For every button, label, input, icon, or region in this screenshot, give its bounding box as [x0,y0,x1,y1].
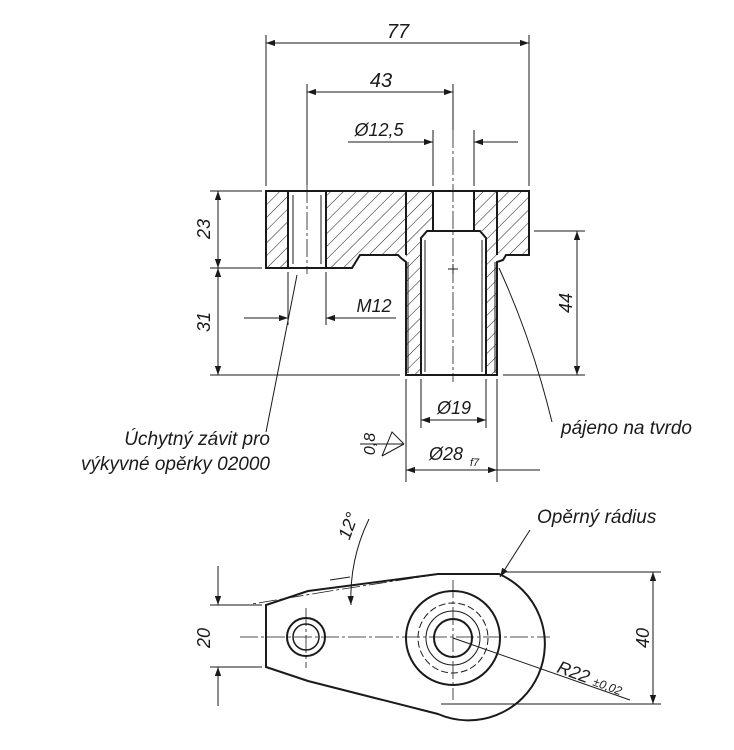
plan-holes [286,590,501,686]
dim-radius: R22 [555,657,593,687]
dim-plan-height: 20 [194,628,214,649]
dim-hole-spacing: 43 [370,70,392,92]
dim-lower-height: 31 [194,312,214,332]
dim-body-height: 23 [194,219,214,240]
note-mounting-thread-1: Úchytný závit pro [124,428,270,450]
dim-bore-diameter: Ø12,5 [353,120,404,140]
plan-labels: 20 40 12° R22 ±0,02 Opěrný rádius [194,507,657,698]
dim-plan-total: 40 [633,628,653,648]
section-centerlines [306,130,454,382]
dim-angle: 12° [334,510,362,542]
plan-centerlines [240,573,550,700]
plan-view [240,573,550,722]
section-labels: 77 43 Ø12,5 23 31 M12 44 Ø19 Ø28 f7 0,8 … [81,21,692,475]
section-hatching [266,191,529,375]
section-dimensions [210,35,585,482]
section-view [265,130,530,382]
plan-outline [265,573,546,722]
dim-overall-width: 77 [387,21,410,43]
dim-thread: M12 [356,296,391,316]
dim-inner-diameter: Ø19 [436,398,471,418]
center-mark [448,264,458,274]
dim-outer-diameter: Ø28 [428,444,463,464]
note-support-radius: Opěrný rádius [537,507,657,528]
note-mounting-thread-2: výkyvné opěrky 02000 [81,454,270,475]
note-brazed: pájeno na tvrdo [560,418,692,439]
dim-radius-tolerance: ±0,02 [591,675,624,699]
roughness-value: 0,8 [362,433,379,455]
dim-outer-tolerance: f7 [470,457,480,469]
body-outline [265,190,530,376]
thread-lines [292,195,496,373]
plan-dimensions [210,518,661,706]
dim-total-height: 44 [556,293,576,313]
